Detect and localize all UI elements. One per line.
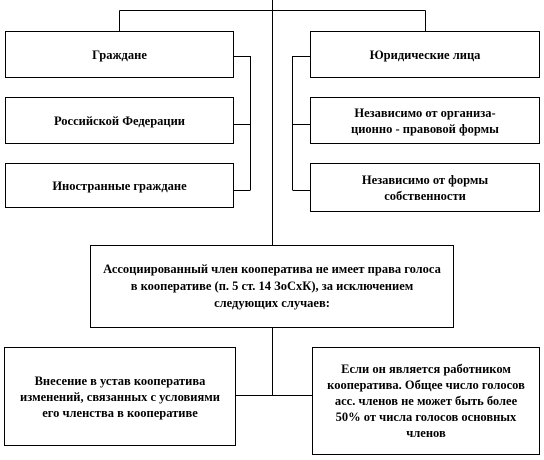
box-regardless-of-ownership: Независимо от формы собственности [310,163,540,212]
box-charter-amendment-case-label: Внесение в устав кооператива изменений, … [20,373,220,420]
box-citizens-label: Граждане [92,47,147,62]
box-regardless-of-ownership-label: Независимо от формы собственности [361,172,489,203]
box-citizens: Граждане [5,31,234,78]
box-russian-federation: Российской Федерации [5,97,234,144]
box-russian-federation-label: Российской Федерации [53,113,186,128]
box-employee-case: Если он является работником кооператива.… [312,347,540,455]
box-foreign-citizens: Иностранные граждане [5,163,234,208]
box-legal-entities: Юридические лица [310,31,540,78]
box-legal-entities-label: Юридические лица [369,47,481,62]
box-employee-case-label: Если он является работником кооператива.… [327,362,525,440]
box-associated-member-rule: Ассоциированный член кооператива не имее… [90,245,454,328]
box-foreign-citizens-label: Иностранные граждане [52,178,187,193]
box-regardless-of-legal-form-label: Независимо от организа-ционно - правовой… [351,105,499,136]
box-charter-amendment-case: Внесение в устав кооператива изменений, … [4,347,236,446]
box-associated-member-rule-label: Ассоциированный член кооператива не имее… [103,262,441,310]
box-regardless-of-legal-form: Независимо от организа-ционно - правовой… [310,97,540,144]
